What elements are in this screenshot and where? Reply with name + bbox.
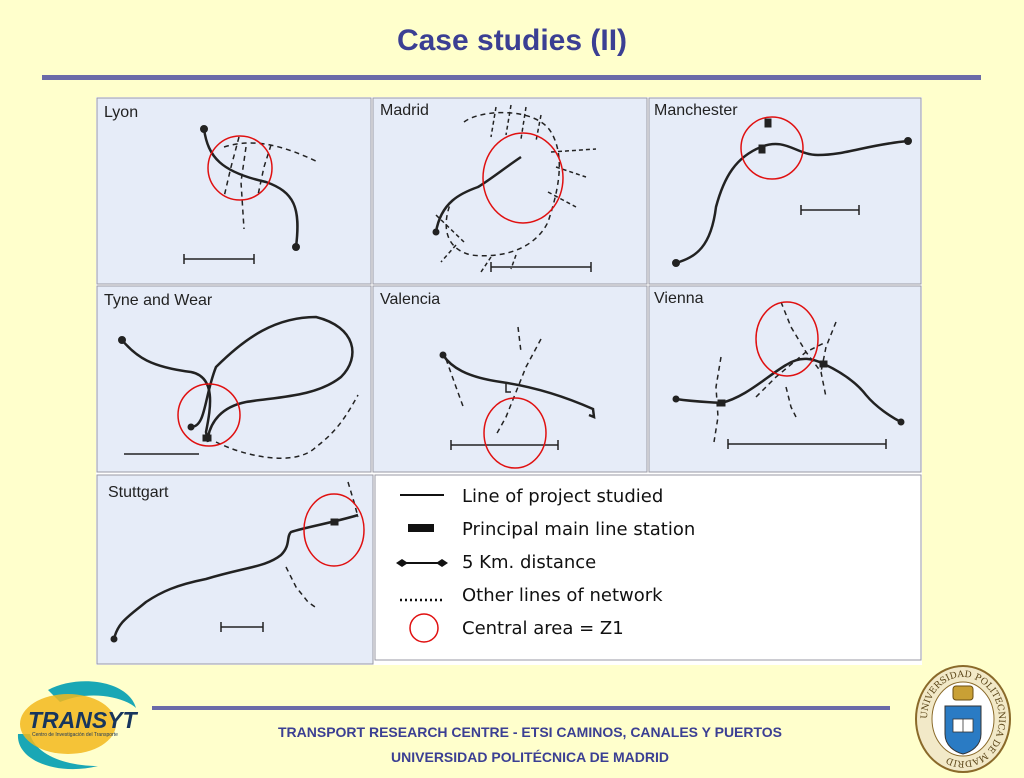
footer-rule: [152, 706, 890, 710]
legend-box: [374, 474, 922, 661]
label-vienna: Vienna: [654, 290, 704, 307]
legend-label-central: Central area = Z1: [462, 618, 624, 639]
map-manchester: [672, 116, 912, 267]
map-tyne: [118, 315, 359, 459]
legend-label-station: Principal main line station: [462, 519, 695, 540]
panel-tyne: [96, 285, 372, 473]
map-madrid: [432, 104, 597, 273]
panel-lyon: [96, 97, 372, 285]
legend-item-distance: 5 Km. distance: [396, 552, 596, 573]
case-study-maps: Lyon Madrid Manchester Tyne and Wear Val…: [96, 97, 922, 665]
panel-valencia: [372, 285, 648, 473]
map-valencia: [439, 326, 596, 469]
label-manchester: Manchester: [654, 102, 738, 119]
map-vienna: [672, 301, 905, 449]
label-stuttgart: Stuttgart: [108, 484, 169, 501]
legend-item-station: Principal main line station: [408, 519, 695, 540]
legend-label-line: Line of project studied: [462, 486, 663, 507]
legend-label-other: Other lines of network: [462, 585, 663, 606]
upm-seal: UNIVERSIDAD POLITECNICA DE MADRID: [915, 665, 1011, 773]
label-lyon: Lyon: [104, 104, 138, 121]
legend-item-central: Central area = Z1: [409, 613, 624, 643]
legend-item-line: Line of project studied: [400, 486, 663, 507]
legend: Line of project studied Principal main l…: [396, 486, 695, 643]
map-stuttgart: [110, 481, 365, 643]
title-rule: [42, 75, 981, 80]
panel-vienna: [648, 285, 922, 473]
label-madrid: Madrid: [380, 102, 429, 119]
footer-line1: TRANSPORT RESEARCH CENTRE - ETSI CAMINOS…: [277, 724, 783, 740]
panel-madrid: [372, 97, 648, 285]
panel-stuttgart: [96, 474, 374, 665]
label-valencia: Valencia: [380, 291, 440, 308]
legend-item-other: Other lines of network: [400, 585, 663, 606]
transyt-logo-subtext: Centro de Investigación del Transporte: [32, 732, 118, 738]
map-lyon: [183, 125, 319, 264]
legend-label-distance: 5 Km. distance: [462, 552, 596, 573]
footer-line2: UNIVERSIDAD POLITÉCNICA DE MADRID: [391, 749, 669, 765]
page-title: Case studies (II): [396, 24, 628, 57]
label-tyne: Tyne and Wear: [104, 292, 213, 309]
transyt-logo-text: TRANSYT: [28, 707, 139, 733]
transyt-logo: TRANSYT Centro de Investigación del Tran…: [17, 681, 139, 770]
